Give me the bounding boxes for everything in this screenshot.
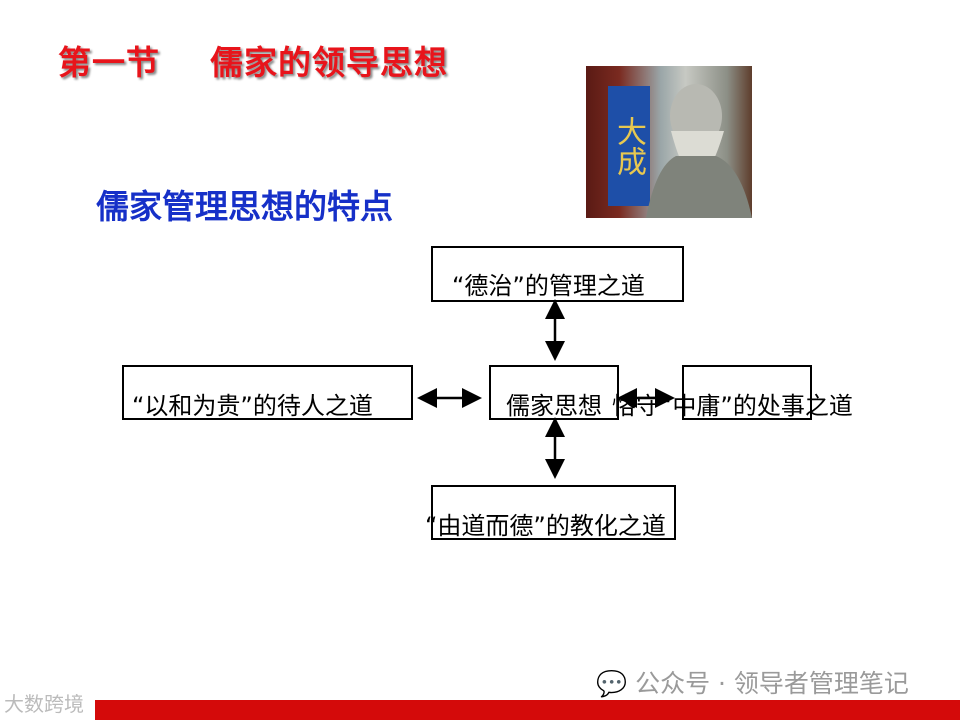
photo-sign: 大成 <box>608 86 650 206</box>
box-bottom <box>431 485 676 540</box>
watermark-text: 公众号 · 领导者管理笔记 <box>635 669 909 698</box>
footer-bar <box>95 700 960 720</box>
box-right <box>682 365 812 420</box>
label-bottom: “由道而德”的教化之道 <box>425 512 666 540</box>
watermark-corner: 大数跨境 <box>4 692 84 716</box>
label-left: “以和为贵”的待人之道 <box>132 392 373 420</box>
section-title: 第一节 儒家的领导思想 <box>58 43 448 82</box>
label-top: “德治”的管理之道 <box>452 272 645 300</box>
watermark-account: 💬 公众号 · 领导者管理笔记 <box>596 664 909 700</box>
wechat-icon: 💬 <box>596 669 636 698</box>
statue-figure <box>646 84 752 218</box>
subtitle: 儒家管理思想的特点 <box>96 187 393 226</box>
label-center: 儒家思想 <box>506 392 602 420</box>
box-left <box>122 365 413 420</box>
confucius-photo: 大成 <box>586 66 752 218</box>
